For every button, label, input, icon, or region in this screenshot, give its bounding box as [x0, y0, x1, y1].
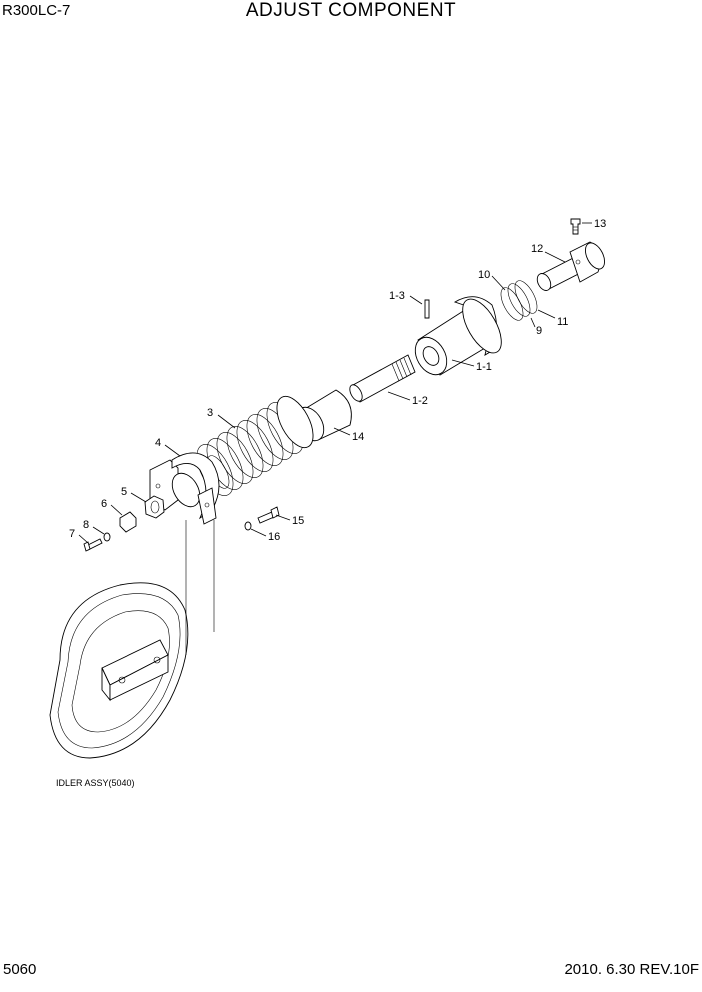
callout-12: 12 — [531, 243, 543, 255]
part-5-nut — [144, 495, 165, 519]
callout-5: 5 — [121, 486, 127, 498]
part-1-2-bolt — [349, 354, 416, 403]
part-15-bolt — [257, 506, 280, 524]
page-number: 5060 — [3, 961, 37, 978]
callout-7: 7 — [69, 528, 75, 540]
callout-16: 16 — [268, 531, 280, 543]
callout-4: 4 — [155, 437, 161, 449]
callout-1-1: 1-1 — [476, 361, 492, 373]
part-1-1-rod — [414, 296, 502, 376]
part-7-bolt — [83, 538, 103, 552]
idler-assy-label: IDLER ASSY(5040) — [56, 778, 135, 788]
callout-1-3: 1-3 — [389, 290, 405, 302]
part-12-cylinder — [536, 241, 606, 291]
part-13-fitting — [570, 218, 581, 235]
part-3-spring — [196, 395, 314, 496]
idler-assy-reference — [49, 520, 215, 759]
part-10-ring — [507, 283, 531, 317]
page-title: ADJUST COMPONENT — [245, 0, 457, 21]
callout-13: 13 — [594, 218, 606, 230]
callout-10: 10 — [478, 269, 490, 281]
part-11-ring — [514, 280, 538, 314]
part-4-bracket — [149, 452, 220, 525]
date-revision: 2010. 6.30 REV.10F — [564, 961, 699, 978]
callout-1-2: 1-2 — [412, 395, 428, 407]
part-6-lock-plate — [119, 511, 137, 533]
model-label: R300LC-7 — [2, 2, 71, 19]
part-1-3-pin — [424, 299, 430, 319]
callout-11: 11 — [557, 316, 568, 328]
part-16-washer — [244, 521, 252, 531]
callout-15: 15 — [292, 515, 304, 527]
callout-6: 6 — [101, 498, 107, 510]
part-8-washer — [103, 532, 111, 542]
callout-14: 14 — [352, 431, 364, 443]
callout-9: 9 — [536, 325, 542, 337]
callout-8: 8 — [83, 519, 89, 531]
callout-3: 3 — [207, 407, 213, 419]
leader-lines — [78, 222, 592, 544]
